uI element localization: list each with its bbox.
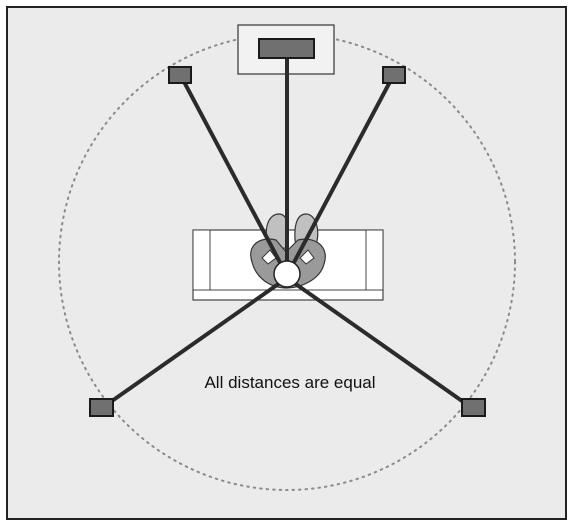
cable-surround-right (288, 278, 474, 410)
front-left-speaker (168, 66, 192, 84)
cable-front-left (180, 76, 285, 270)
listener-hand-right (299, 249, 315, 265)
surround-left-speaker (89, 398, 114, 417)
front-right-speaker (382, 66, 406, 84)
center-speaker (258, 38, 315, 59)
cable-surround-left (100, 278, 286, 410)
cable-front-right (289, 76, 394, 270)
listener-head (273, 260, 301, 288)
surround-right-speaker (461, 398, 486, 417)
speaker-cables (100, 54, 474, 410)
diagram-caption: All distances are equal (204, 373, 375, 392)
